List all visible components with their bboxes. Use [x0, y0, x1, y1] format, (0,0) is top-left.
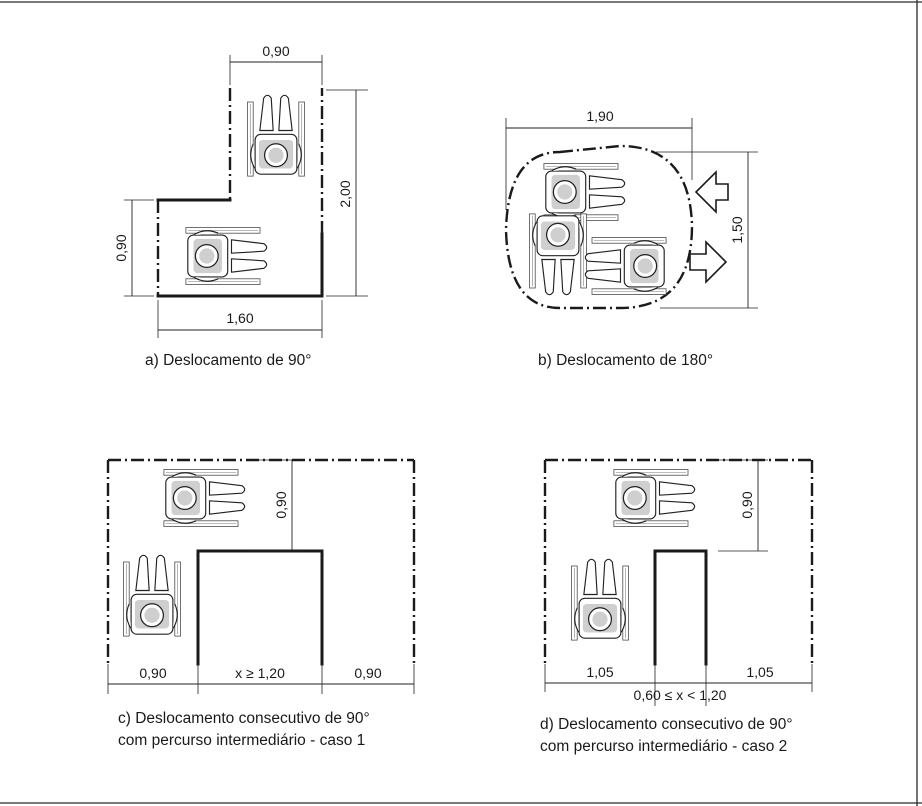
figure-c-caption-line1: c) Deslocamento consecutivo de 90° [118, 710, 370, 727]
figure-b: 1,90 1,50 b) Deslocamento de 180° [504, 108, 758, 369]
figure-d-caption-line1: d) Deslocamento consecutivo de 90° [540, 716, 793, 733]
arrow-left-icon [694, 170, 729, 214]
figure-d-caption-line2: com percurso intermediário - caso 2 [540, 738, 787, 755]
figure-d-inner-block [653, 549, 708, 666]
figure-b-turning-area [504, 144, 694, 310]
figure-d-dim-bottom-mid: 0,60 ≤ x < 1,20 [634, 687, 727, 703]
figure-a: 0,90 2,00 0,90 1,60 a) Deslocamento de 9… [113, 43, 368, 369]
figure-c-inner-block [196, 549, 324, 666]
figure-a-dim-right: 2,00 [337, 180, 353, 207]
wheelchair-user-icon [246, 94, 306, 177]
figure-d-dim-right: 0,90 [739, 491, 755, 518]
figure-a-wall-bottom [156, 232, 324, 298]
figure-b-dim-right: 1,50 [729, 216, 745, 243]
wheelchair-user-icon [528, 213, 588, 296]
figure-d-dim-bottom-right: 1,05 [746, 664, 773, 680]
wheelchair-user-icon [543, 162, 626, 222]
figure-a-dim-top: 0,90 [262, 43, 289, 59]
figure-a-caption: a) Deslocamento de 90° [145, 352, 311, 369]
figure-c-dim-bottom-mid: x ≥ 1,20 [235, 665, 285, 681]
wheelchair-user-icon [613, 468, 696, 528]
wheelchair-user-icon [163, 468, 246, 528]
figure-c-caption-line2: com percurso intermediário - caso 1 [118, 732, 365, 749]
figure-d-dim-bottom-left: 1,05 [586, 664, 613, 680]
wheelchair-user-icon [570, 558, 630, 641]
figure-c-dim-bottom-left: 0,90 [139, 665, 166, 681]
figure-c: 0,90 0,90 x ≥ 1,20 0,90 c) Deslocamento … [106, 458, 416, 749]
wheelchair-user-icon [185, 226, 268, 286]
arrow-right-icon [689, 240, 728, 284]
figure-a-dim-bottom: 1,60 [226, 310, 253, 326]
figure-b-caption: b) Deslocamento de 180° [538, 352, 713, 369]
figure-c-dim-bottom-right: 0,90 [354, 665, 381, 681]
figure-c-dim-right: 0,90 [273, 491, 289, 518]
figure-a-dim-left: 0,90 [113, 234, 129, 261]
wheelchair-user-icon [122, 554, 182, 637]
figure-d: 0,90 1,05 1,05 0,60 ≤ x < 1,20 d) Desloc… [540, 458, 814, 755]
wheelchair-user-icon [584, 236, 667, 296]
figure-b-dim-top: 1,90 [586, 108, 613, 124]
